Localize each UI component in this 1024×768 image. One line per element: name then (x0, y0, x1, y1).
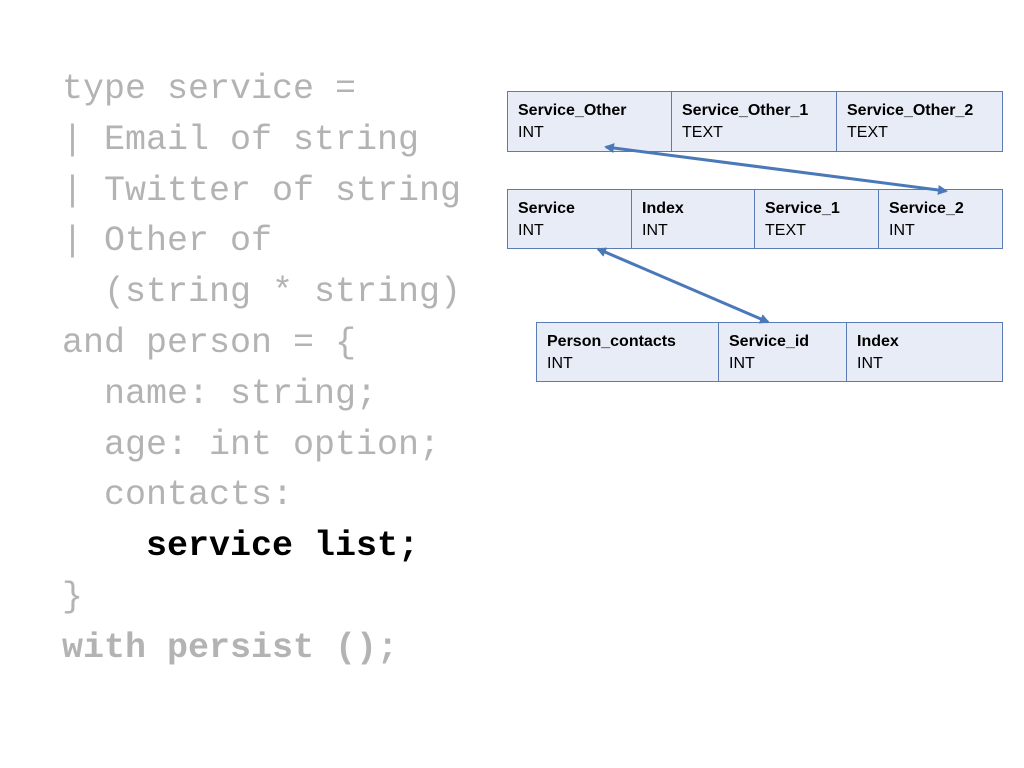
column-type: INT (857, 355, 883, 372)
column-type: INT (642, 222, 668, 239)
table-column: Service INT (508, 190, 632, 248)
column-type: TEXT (682, 124, 723, 141)
table-column: Service_Other INT (508, 92, 672, 151)
table-column: Service_Other_1 TEXT (672, 92, 837, 151)
table-column: Service_id INT (719, 323, 847, 381)
code-line: | Email of string (62, 119, 420, 160)
code-line: contacts: (62, 475, 294, 516)
code-line-persist: with persist (); (62, 627, 399, 668)
code-line: type service = (62, 69, 357, 109)
foreign-key-arrow (596, 247, 770, 324)
column-name: Index (857, 333, 899, 350)
table-column: Service_2 INT (879, 190, 1000, 248)
foreign-key-arrow (604, 143, 948, 195)
column-name: Index (642, 200, 684, 217)
column-name: Service_1 (765, 200, 840, 217)
column-name: Service_2 (889, 200, 964, 217)
table-column: Service_Other_2 TEXT (837, 92, 1000, 151)
code-line: | Twitter of string (62, 170, 462, 211)
table-column: Index INT (632, 190, 755, 248)
column-type: INT (729, 355, 755, 372)
code-line: (string * string) (62, 272, 462, 313)
column-name: Service_Other_2 (847, 102, 974, 119)
column-type: INT (547, 355, 573, 372)
service-other-table: Service_Other INT Service_Other_1 TEXT S… (507, 91, 1003, 152)
column-type: INT (889, 222, 915, 239)
column-type: TEXT (847, 124, 888, 141)
service-table: Service INT Index INT Service_1 TEXT Ser… (507, 189, 1003, 249)
ocaml-code-block: type service = | Email of string | Twitter… (62, 64, 461, 674)
column-name: Service_Other_1 (682, 102, 809, 119)
code-line: age: int option; (62, 424, 441, 465)
table-column: Index INT (847, 323, 1000, 381)
column-name: Service (518, 200, 575, 217)
code-line: } (62, 576, 84, 617)
code-line-highlighted: service list; (62, 526, 420, 567)
person-contacts-table: Person_contacts INT Service_id INT Index… (536, 322, 1003, 382)
column-name: Person_contacts (547, 333, 676, 350)
code-line: | Other of (62, 221, 273, 262)
code-line: and person = { (62, 322, 357, 363)
column-name: Service_id (729, 333, 810, 350)
column-type: INT (518, 222, 544, 239)
column-type: TEXT (765, 222, 806, 239)
column-name: Service_Other (518, 102, 627, 119)
code-line: name: string; (62, 373, 378, 414)
table-column: Service_1 TEXT (755, 190, 879, 248)
column-type: INT (518, 124, 544, 141)
table-column: Person_contacts INT (537, 323, 719, 381)
